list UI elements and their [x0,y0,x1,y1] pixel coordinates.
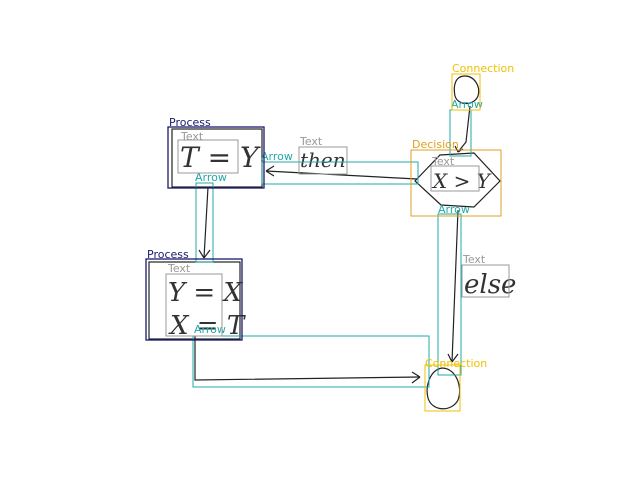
process-top-handwriting: T = Y [180,141,261,174]
connection-top-circle [453,75,480,105]
process-label-layer: Process Process [147,116,211,261]
text-label-else: Text [462,253,486,266]
text-box-else [461,264,510,298]
text-box-process-bottom [165,273,223,337]
arrow-box-then [261,161,419,185]
process-label-top: Process [169,116,211,129]
then-handwriting: then [300,148,346,172]
process-bottom-handwriting-line1: Y = X [168,278,243,308]
text-label-process-bottom: Text [167,262,191,275]
process-box-top [167,126,265,189]
process-label-bottom: Process [147,248,189,261]
arrow-label-else: Arrow [438,203,470,216]
arrow-label-bottom: Arrow [194,323,226,336]
connection-annotation-layer [424,73,481,412]
text-label-decision: Text [431,155,455,168]
connection-label-bottom: Connection [425,357,487,370]
decision-label: Decision [412,138,459,151]
decision-handwriting: X > Y [431,169,492,193]
text-label-process-top: Text [180,130,204,143]
text-box-then [298,146,348,175]
decision-diamond [414,152,501,208]
connection-bottom-circle [426,367,461,410]
text-box-process-top [177,139,239,174]
process-annotation-layer [145,126,265,341]
arrow-box-process-down [195,182,214,263]
arrow-box-else [437,213,462,376]
text-box-decision [430,165,480,192]
connection-box-top [451,73,481,111]
text-label-then: Text [299,135,323,148]
arrow-annotation-layer [192,109,472,388]
arrow-label-top-connector: Arrow [451,98,483,111]
connection-label-layer: Connection Connection [425,62,514,370]
connection-label-top: Connection [452,62,514,75]
else-arrow-stroke [451,209,459,363]
connection-box-bottom [424,364,461,412]
ink-layer [148,75,501,410]
arrow-box-bottom [192,335,430,388]
process-top-shape [171,128,263,188]
text-annotation-layer [165,139,510,337]
then-arrow-stroke [265,170,418,180]
arrow-label-process-down: Arrow [195,171,227,184]
text-label-layer: Text Text Text Text Text [167,130,486,275]
process-box-bottom [145,258,243,341]
decision-box [410,149,502,217]
else-handwriting: else [464,270,516,300]
arrow-label-then: Arrow [261,150,293,163]
top-to-decision-stroke [457,105,471,153]
bottom-arrow-stroke [194,336,421,381]
process-down-stroke [203,186,209,259]
arrow-label-layer: Arrow Arrow Arrow Arrow Arrow [194,98,483,336]
